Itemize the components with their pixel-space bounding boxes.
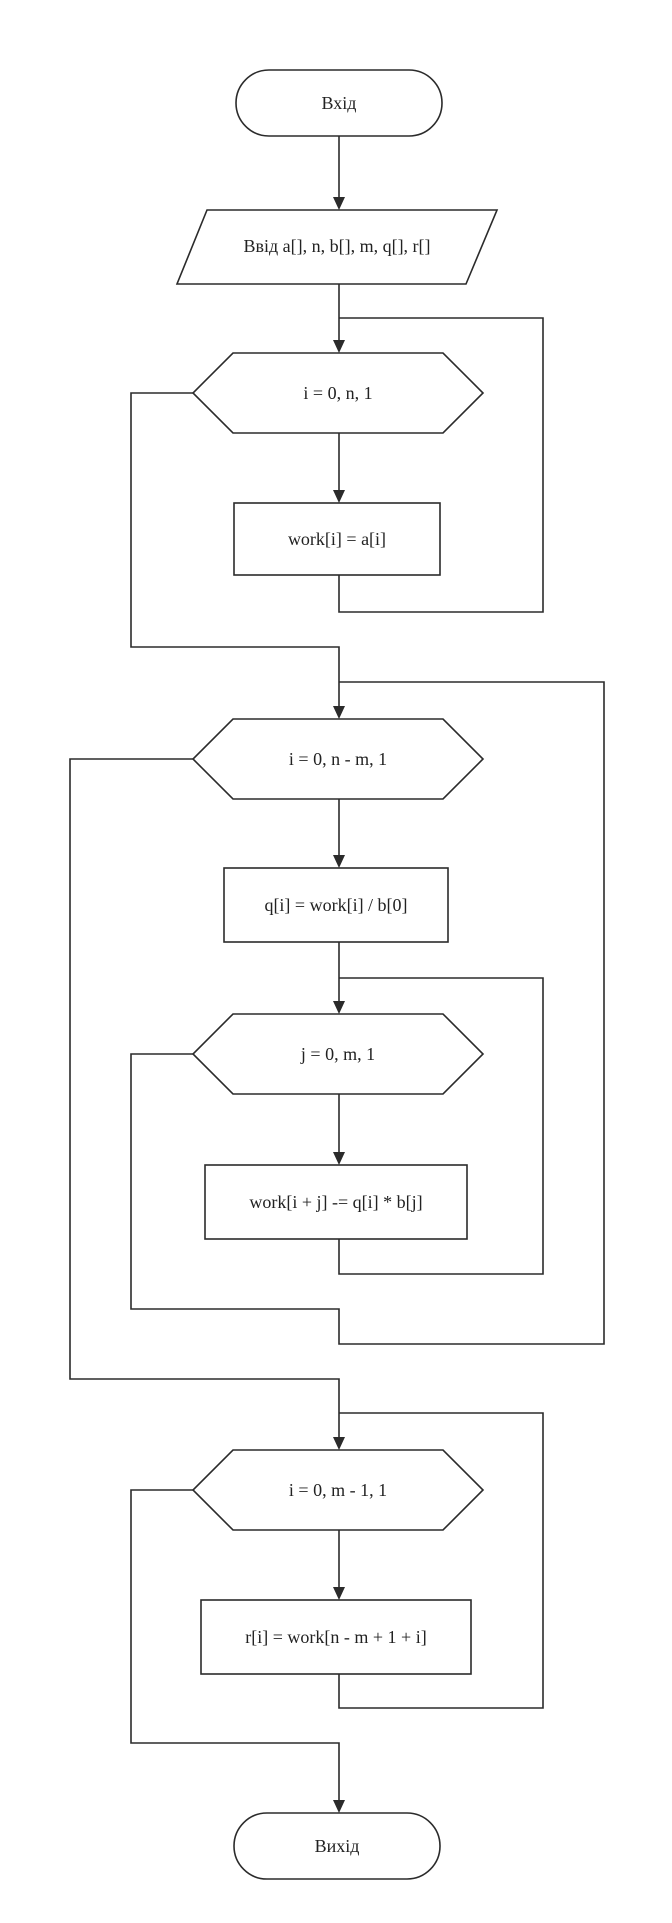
loop2-exit-line [69, 758, 340, 1438]
end-terminator [233, 1812, 441, 1880]
end-label: Вихід [315, 1836, 360, 1856]
arrowhead [333, 1001, 345, 1014]
loop1-label: i = 0, n, 1 [303, 383, 372, 403]
loop2-label: i = 0, n - m, 1 [289, 749, 387, 769]
input-parallelogram [175, 209, 499, 285]
step1-process [233, 502, 441, 576]
step2-label: q[i] = work[i] / b[0] [264, 895, 407, 915]
step4-label: r[i] = work[n - m + 1 + i] [245, 1627, 426, 1647]
arrowhead [333, 1587, 345, 1600]
loop1-return-line [338, 317, 544, 613]
loop3-exit-line [130, 681, 605, 1345]
arrowhead [333, 1800, 345, 1813]
arrowhead [333, 1152, 345, 1165]
loop4-return-line [338, 1412, 544, 1709]
arrowhead [333, 855, 345, 868]
loop4-label: i = 0, m - 1, 1 [289, 1480, 387, 1500]
loop3-label: j = 0, m, 1 [300, 1044, 375, 1064]
input-label: Ввід a[], n, b[], m, q[], r[] [243, 236, 430, 256]
arrowhead [333, 706, 345, 719]
arrowhead [333, 197, 345, 210]
loop3-return-line [338, 977, 544, 1275]
arrowhead [333, 340, 345, 353]
arrowhead [333, 490, 345, 503]
step2-process [223, 867, 449, 943]
start-label: Вхід [322, 93, 357, 113]
step4-process [200, 1599, 472, 1675]
step3-process [204, 1164, 468, 1240]
step1-label: work[i] = a[i] [288, 529, 386, 549]
step3-label: work[i + j] -= q[i] * b[j] [249, 1192, 422, 1212]
loop4-exit-line [130, 1489, 340, 1801]
arrowhead [333, 1437, 345, 1450]
loop1-exit-line [130, 392, 340, 707]
